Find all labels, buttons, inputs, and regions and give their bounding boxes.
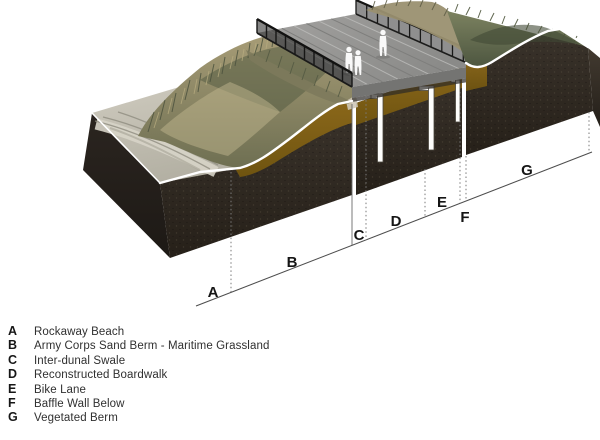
sand-berm-layer-right [466,62,487,91]
boardwalk [246,0,475,105]
zone-marker-f: F [460,209,469,226]
left-block-end-face [83,113,170,258]
zone-marker-a: A [208,284,219,301]
legend-letter: A [8,324,18,338]
legend-row-e: E Bike Lane [8,382,568,396]
dune-grassland [138,30,352,169]
grass-fringe-front [246,50,352,105]
grass-fringe-blades [253,43,343,98]
legend-label: Inter-dunal Swale [34,354,126,367]
railing-front [256,17,353,88]
legend-row-c: C Inter-dunal Swale [8,353,568,367]
legend-label: Reconstructed Boardwalk [34,369,168,382]
legend-label: Vegetated Berm [34,412,118,425]
legend-label: Rockaway Beach [34,326,125,338]
middle-section [346,63,466,196]
right-end-face [588,48,600,127]
zone-marker-d: D [391,213,402,230]
zone-marker-e: E [437,194,447,211]
legend-label: Bike Lane [34,383,87,396]
legend-letter: B [8,338,18,353]
zone-marker-b: B [287,254,298,271]
grass-light-patch [160,82,280,156]
legend-row-b: B Army Corps Sand Berm - Maritime Grassl… [8,338,568,352]
berm-vegetation-dark [470,24,580,45]
legend-row-a: A Rockaway Beach [8,324,568,338]
legend-label: Army Corps Sand Berm - Maritime Grasslan… [34,340,270,353]
deck-fascia [352,66,474,98]
section-gap-right [462,63,466,158]
dimension-lines: A B C D E F G [195,92,593,307]
zone-marker-c: C [354,227,365,244]
legend-letter: F [8,395,16,410]
deck-surface [257,14,474,87]
legend-letter: E [8,381,17,396]
legend: A Rockaway Beach B Army Corps Sand Berm … [8,324,568,425]
legend-row-g: G Vegetated Berm [8,410,568,424]
dimension-baseline [195,151,593,307]
section-illustration: A B C D E F G [83,0,600,307]
legend-row-f: F Baffle Wall Below [8,396,568,410]
legend-letter: C [8,352,18,367]
zone-marker-g: G [521,162,533,179]
legend-letter: G [8,410,18,425]
deck-seam-lines [281,18,444,83]
cut-outlines [91,27,590,185]
legend-letter: D [8,367,18,382]
berm-blades [454,3,578,43]
right-block [447,3,600,155]
section-gap-left [352,100,356,196]
legend-label: Baffle Wall Below [34,397,125,410]
sand-berm-layer-left [236,101,352,177]
deck-underside-shadow [352,77,474,102]
legend-row-d: D Reconstructed Boardwalk [8,367,568,381]
grass-shadow-patch [200,46,334,112]
